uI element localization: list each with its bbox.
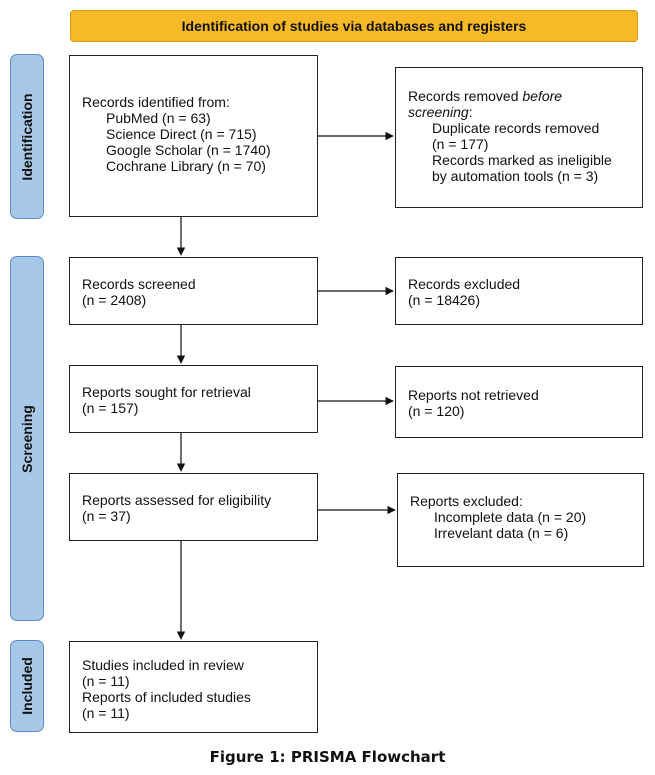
header-title: Identification of studies via databases … xyxy=(181,18,527,34)
removed-item: (n = 177) xyxy=(432,136,489,152)
records-screened-count: (n = 2408) xyxy=(82,292,147,308)
header-banner: Identification of studies via databases … xyxy=(70,10,638,42)
reports-assessed-box: Reports assessed for eligibility (n = 37… xyxy=(69,473,318,541)
studies-included-box: Studies included in review (n = 11) Repo… xyxy=(69,641,318,733)
records-identified-box: Records identified from: PubMed (n = 63)… xyxy=(69,55,318,217)
included-line: Studies included in review xyxy=(82,657,244,673)
reports-excluded-heading: Reports excluded: xyxy=(410,493,523,509)
included-line: (n = 11) xyxy=(82,705,130,721)
reports-excluded-box: Reports excluded: Incomplete data (n = 2… xyxy=(397,473,644,567)
records-excluded-box: Records excluded (n = 18426) xyxy=(395,257,643,325)
reports-not-retrieved-count: (n = 120) xyxy=(408,403,465,419)
source-item: PubMed (n = 63) xyxy=(106,110,211,126)
phase-identification: Identification xyxy=(10,54,44,219)
included-line: (n = 11) xyxy=(82,673,130,689)
records-excluded-count: (n = 18426) xyxy=(408,292,480,308)
records-identified-heading: Records identified from: xyxy=(82,94,230,110)
reports-assessed-count: (n = 37) xyxy=(82,508,131,524)
records-screened-label: Records screened xyxy=(82,276,196,292)
heading-emphasis: before xyxy=(522,88,563,104)
reports-sought-count: (n = 157) xyxy=(82,400,139,416)
records-removed-heading: Records removed before xyxy=(408,88,634,104)
source-item: Science Direct (n = 715) xyxy=(106,126,257,142)
reports-sought-label: Reports sought for retrieval xyxy=(82,384,251,400)
reports-not-retrieved-label: Reports not retrieved xyxy=(408,387,539,403)
removed-item: by automation tools (n = 3) xyxy=(432,168,599,184)
records-screened-box: Records screened (n = 2408) xyxy=(69,257,318,325)
removed-item: Duplicate records removed xyxy=(432,120,600,136)
records-removed-heading-cont: screening: xyxy=(408,104,634,120)
reports-assessed-label: Reports assessed for eligibility xyxy=(82,492,272,508)
reports-excluded-item: Incomplete data (n = 20) xyxy=(434,509,587,525)
phase-included: Included xyxy=(10,640,44,732)
removed-item: Records marked as ineligible xyxy=(432,152,612,168)
reports-sought-box: Reports sought for retrieval (n = 157) xyxy=(69,365,318,433)
phase-screening: Screening xyxy=(10,256,44,621)
records-removed-box: Records removed before screening: Duplic… xyxy=(395,67,643,208)
heading-text: Records removed xyxy=(408,88,519,104)
heading-colon: : xyxy=(468,104,473,120)
source-item: Google Scholar (n = 1740) xyxy=(106,142,271,158)
reports-excluded-item: Irrevelant data (n = 6) xyxy=(434,525,569,541)
records-excluded-label: Records excluded xyxy=(408,276,521,292)
heading-emphasis: screening xyxy=(408,104,469,120)
included-line: Reports of included studies xyxy=(82,689,251,705)
source-item: Cochrane Library (n = 70) xyxy=(106,158,266,174)
figure-caption: Figure 1: PRISMA Flowchart xyxy=(209,748,446,766)
reports-not-retrieved-box: Reports not retrieved (n = 120) xyxy=(395,366,643,438)
